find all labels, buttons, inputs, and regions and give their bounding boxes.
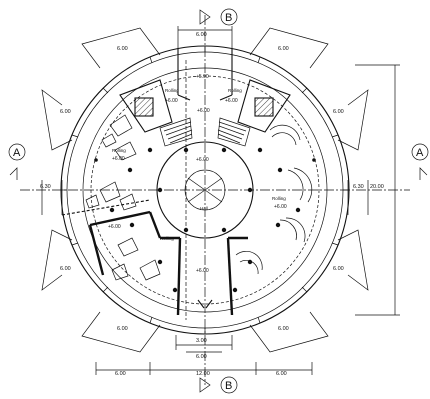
dim-bottom-right-segment: 6.00	[276, 371, 287, 377]
elev-top-center: +6.00	[197, 108, 210, 114]
side-width-ticks	[41, 180, 369, 215]
room-label-top-right: Rolling	[228, 88, 242, 93]
elev-center: +6.00	[196, 157, 209, 163]
dim-bottom-left-segment: 6.00	[115, 371, 126, 377]
dim-overall-height: 20.00	[370, 184, 384, 190]
dim-right-width: 6.30	[353, 184, 364, 190]
top-left-service-room	[119, 79, 173, 133]
left-stair	[159, 117, 193, 147]
furniture-top-left	[101, 114, 137, 161]
dim-bottom-opening: 6.00	[196, 354, 207, 360]
dim-left-lower: 6.00	[60, 266, 71, 272]
dim-bottom-left: 6.00	[117, 326, 128, 332]
axis-a-right-label: A	[416, 147, 424, 159]
elev-top-right: +6.00	[225, 98, 238, 104]
room-label-right: Rolling	[272, 196, 286, 201]
furniture-right-arcs	[235, 124, 313, 275]
dim-top-opening: 6.00	[196, 32, 207, 38]
dim-bottom-right: 6.00	[278, 326, 289, 332]
furniture-left	[85, 181, 137, 211]
room-label-center: Hall	[200, 206, 208, 211]
elev-right: +6.00	[274, 204, 287, 210]
room-label-left: Rolling	[112, 148, 126, 153]
dim-bottom-small: 3.00	[196, 338, 207, 344]
room-label-top-left: Rolling	[165, 88, 179, 93]
dim-left-width: 6.30	[40, 184, 51, 190]
axis-b-top-label: B	[225, 12, 232, 24]
bottom-dim-lines	[95, 335, 313, 375]
axis-marker-a-left: A	[8, 143, 26, 180]
elev-lower-left: +6.00	[108, 224, 121, 230]
axis-a-left-label: A	[13, 147, 21, 159]
dim-top-left: 6.00	[117, 46, 128, 52]
right-stair	[217, 117, 251, 147]
room-label-lower-left: Rolling	[160, 236, 174, 241]
top-right-service-room	[237, 79, 291, 133]
dim-top-right: 6.00	[278, 46, 289, 52]
elev-top-left: +6.00	[165, 98, 178, 104]
top-entrance-walls	[177, 48, 233, 101]
axis-marker-a-right: A	[411, 143, 429, 180]
bottom-door	[197, 299, 213, 309]
furniture-lower-left	[111, 237, 161, 281]
elev-top: +5.90	[196, 74, 209, 80]
elev-left: +6.00	[112, 156, 125, 162]
axis-b-bottom-label: B	[225, 380, 232, 392]
dim-right-lower: 6.00	[333, 266, 344, 272]
right-overall-dim	[355, 64, 400, 316]
lower-left-room-walls	[88, 210, 162, 276]
dimension-chains	[41, 27, 369, 353]
elev-bottom: +6.00	[196, 268, 209, 274]
axis-marker-b-bottom: B	[199, 376, 238, 394]
bottom-entrance-walls	[160, 236, 248, 316]
axis-marker-b-top: B	[199, 8, 238, 26]
dim-bottom-overall: 12.00	[196, 371, 210, 377]
dim-right-upper: 6.00	[333, 109, 344, 115]
columns	[94, 147, 316, 293]
dim-left-upper: 6.00	[60, 109, 71, 115]
